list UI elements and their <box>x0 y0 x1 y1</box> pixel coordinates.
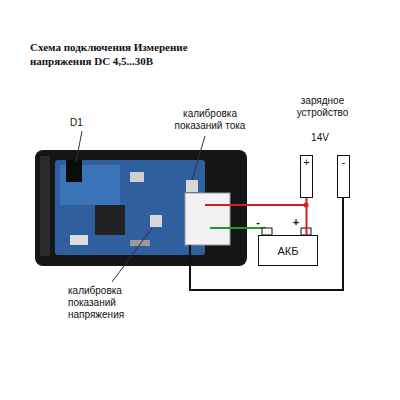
charger-terminal: + <box>300 155 313 198</box>
voltage-label: 14V <box>290 132 350 144</box>
node-text: + <box>303 156 309 168</box>
diagram-title: Схема подключения Измерение напряжения D… <box>30 40 240 68</box>
trimmer-voltage <box>150 215 162 227</box>
leader-line <box>76 131 82 162</box>
polarity-sign: - <box>254 216 262 228</box>
black-wire <box>190 198 343 290</box>
meter-housing <box>35 150 247 266</box>
pcb-board <box>55 160 205 255</box>
red-wire <box>205 204 306 206</box>
polarity-sign: + <box>292 216 300 228</box>
part-label: зарядное устройство <box>275 95 370 119</box>
chip <box>95 205 125 235</box>
component <box>70 235 88 245</box>
component <box>130 240 150 246</box>
part-label: D1 <box>70 117 100 129</box>
diode-d1 <box>66 160 82 182</box>
capacitor <box>130 172 144 182</box>
charger-terminal: - <box>337 155 350 198</box>
battery-terminal <box>262 228 272 235</box>
node-text: АКБ <box>278 245 299 257</box>
callout-note: калибровка показаний напряжения <box>68 285 153 321</box>
battery-box: АКБ <box>258 235 318 266</box>
node-text: - <box>342 156 346 168</box>
callout-note: калибровка показаний тока <box>160 108 260 132</box>
terminal-block <box>185 193 230 245</box>
red-wire <box>306 198 308 235</box>
housing-edge <box>40 156 50 256</box>
trimmer-current <box>186 180 198 192</box>
leader-line <box>112 228 152 282</box>
leader-line <box>192 136 205 180</box>
